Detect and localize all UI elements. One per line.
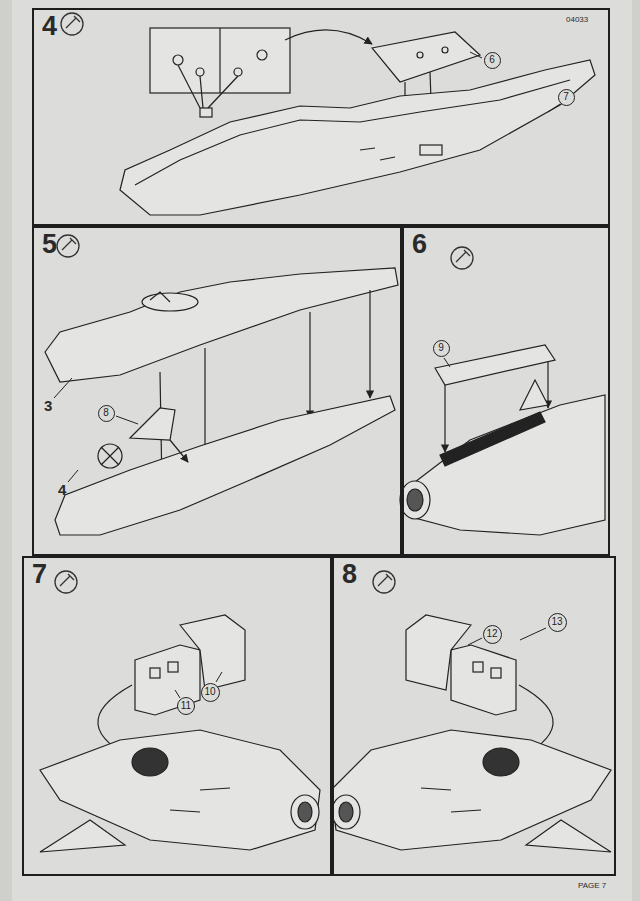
callout-circle: 10 bbox=[201, 683, 220, 702]
callout-circle: 6 bbox=[484, 52, 501, 69]
step-number: 8 bbox=[342, 561, 357, 588]
callout-number: 11 bbox=[181, 701, 191, 711]
step-number: 7 bbox=[32, 561, 47, 588]
spine-drawing bbox=[400, 345, 605, 535]
step-panel: 8 12 13 bbox=[332, 556, 616, 876]
callout-circle: 8 bbox=[98, 405, 115, 422]
part-number: 4 bbox=[58, 482, 66, 497]
intake-drawing bbox=[331, 615, 611, 852]
part-number: 3 bbox=[44, 398, 52, 413]
page-note: PAGE 7 bbox=[578, 882, 606, 890]
fuselage-join-drawing bbox=[45, 268, 398, 535]
step-number: 5 bbox=[42, 231, 57, 258]
leader-line bbox=[54, 52, 560, 698]
callout-number: 13 bbox=[551, 617, 562, 627]
callout-number: 7 bbox=[563, 92, 569, 102]
callout-circle: 12 bbox=[483, 625, 502, 644]
callout-number: 9 bbox=[438, 343, 444, 353]
step-number: 4 bbox=[42, 13, 57, 40]
callout-number: 10 bbox=[204, 687, 215, 697]
callout-circle: 13 bbox=[548, 613, 567, 632]
callout-number: 8 bbox=[103, 408, 109, 418]
step-number: 6 bbox=[412, 231, 427, 258]
page-note: 04033 bbox=[566, 16, 588, 24]
paper bbox=[12, 0, 632, 901]
intake-drawing bbox=[40, 615, 320, 852]
callout-circle: 7 bbox=[558, 89, 575, 106]
callout-circle: 11 bbox=[177, 697, 195, 715]
callout-number: 6 bbox=[489, 55, 495, 65]
fuselage-half-drawing bbox=[120, 28, 595, 215]
callout-circle: 9 bbox=[433, 340, 450, 357]
step-panel: 4 6 7 bbox=[32, 8, 610, 226]
step-panel: 58 bbox=[32, 226, 402, 556]
step-panel: 69 bbox=[402, 226, 610, 556]
callout-number: 12 bbox=[486, 629, 497, 639]
step-panel: 7 10 11 bbox=[22, 556, 332, 876]
